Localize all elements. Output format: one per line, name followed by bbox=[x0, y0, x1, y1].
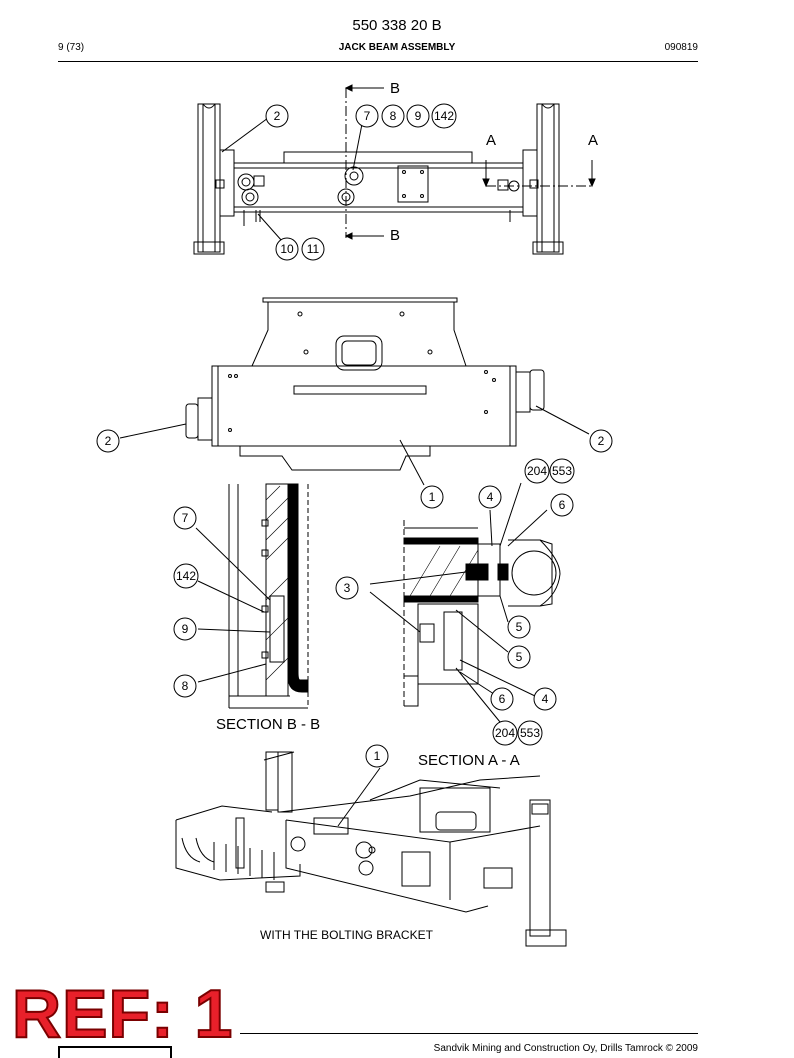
callout-number: 553 bbox=[520, 726, 540, 740]
callout-bubble bbox=[420, 485, 444, 509]
callout-bubble bbox=[490, 687, 514, 711]
company-logo bbox=[58, 1046, 172, 1058]
callout-numbers: 2 7 8 9 142 10 11 2 2 1 204 553 4 6 7 14… bbox=[105, 109, 605, 763]
callout-number: 553 bbox=[552, 464, 572, 478]
callout-number: 11 bbox=[307, 242, 320, 256]
callout-number: 2 bbox=[274, 109, 281, 123]
section-mark-b-top: B bbox=[390, 80, 400, 97]
callout-bubble bbox=[173, 674, 197, 698]
section-mark-b-bottom: B bbox=[390, 227, 400, 244]
callout-bubble bbox=[524, 458, 550, 484]
callout-number: 5 bbox=[516, 620, 523, 634]
callout-bubble bbox=[431, 103, 457, 129]
callout-bubble bbox=[517, 720, 543, 746]
page-indicator: 9 (73) bbox=[58, 42, 85, 53]
callout-bubble bbox=[478, 485, 502, 509]
callout-bubble bbox=[96, 429, 120, 453]
section-mark-a-left: A bbox=[486, 132, 496, 149]
callout-number: 4 bbox=[542, 692, 549, 706]
callout-bubble bbox=[589, 429, 613, 453]
callout-number: 2 bbox=[105, 434, 112, 448]
callout-bubble bbox=[335, 576, 359, 600]
callout-bubble bbox=[533, 687, 557, 711]
section-bb-label: SECTION B - B bbox=[216, 716, 320, 733]
callout-number: 142 bbox=[434, 109, 454, 123]
callout-number: 7 bbox=[182, 511, 189, 525]
callout-bubble bbox=[365, 744, 389, 768]
callout-bubble bbox=[265, 104, 289, 128]
callout-bubble bbox=[355, 104, 379, 128]
isometric-view bbox=[175, 751, 567, 947]
bolting-bracket-label: WITH THE BOLTING BRACKET bbox=[260, 928, 434, 942]
callout-number: 6 bbox=[559, 498, 566, 512]
front-view bbox=[119, 297, 590, 486]
callout-number: 204 bbox=[495, 726, 515, 740]
callout-number: 7 bbox=[364, 109, 371, 123]
callout-number: 8 bbox=[390, 109, 397, 123]
callout-bubble bbox=[301, 237, 325, 261]
callout-number: 5 bbox=[516, 650, 523, 664]
callout-bubble bbox=[381, 104, 405, 128]
callout-bubble bbox=[492, 720, 518, 746]
ref-stamp: REF: 1 bbox=[11, 976, 234, 1052]
callout-number: 8 bbox=[182, 679, 189, 693]
callout-number: 10 bbox=[280, 242, 294, 256]
part-number: 550 338 20 B bbox=[352, 17, 442, 34]
callout-bubble bbox=[173, 506, 197, 530]
header-rule bbox=[58, 61, 698, 62]
callout-bubble bbox=[173, 617, 197, 641]
date-code: 090819 bbox=[664, 42, 698, 53]
callout-number: 204 bbox=[527, 464, 547, 478]
callout-bubble bbox=[549, 458, 575, 484]
callout-number: 2 bbox=[598, 434, 605, 448]
section-aa-label: SECTION A - A bbox=[418, 752, 520, 769]
callout-number: 3 bbox=[344, 581, 351, 595]
callout-number: 1 bbox=[429, 490, 436, 504]
callout-bubble bbox=[507, 615, 531, 639]
section-marks: B B A A SECTION B - B SECTION A - A WITH… bbox=[216, 80, 598, 942]
callout-bubbles bbox=[96, 103, 613, 768]
callout-number: 6 bbox=[499, 692, 506, 706]
section-bb bbox=[195, 483, 309, 709]
callout-bubble bbox=[406, 104, 430, 128]
callout-bubble bbox=[507, 645, 531, 669]
callout-number: 9 bbox=[182, 622, 189, 636]
page-title: JACK BEAM ASSEMBLY bbox=[338, 42, 456, 53]
footer-copyright: Sandvik Mining and Construction Oy, Dril… bbox=[433, 1043, 698, 1053]
footer-rule bbox=[240, 1033, 698, 1034]
callout-bubble bbox=[275, 237, 299, 261]
callout-number: 9 bbox=[415, 109, 422, 123]
callout-number: 4 bbox=[487, 490, 494, 504]
section-aa bbox=[369, 482, 561, 723]
callout-bubble bbox=[173, 563, 199, 589]
callout-bubble bbox=[550, 493, 574, 517]
top-view bbox=[193, 84, 596, 255]
section-mark-a-right: A bbox=[588, 132, 598, 149]
callout-number: 142 bbox=[176, 569, 196, 583]
callout-number: 1 bbox=[374, 749, 381, 763]
